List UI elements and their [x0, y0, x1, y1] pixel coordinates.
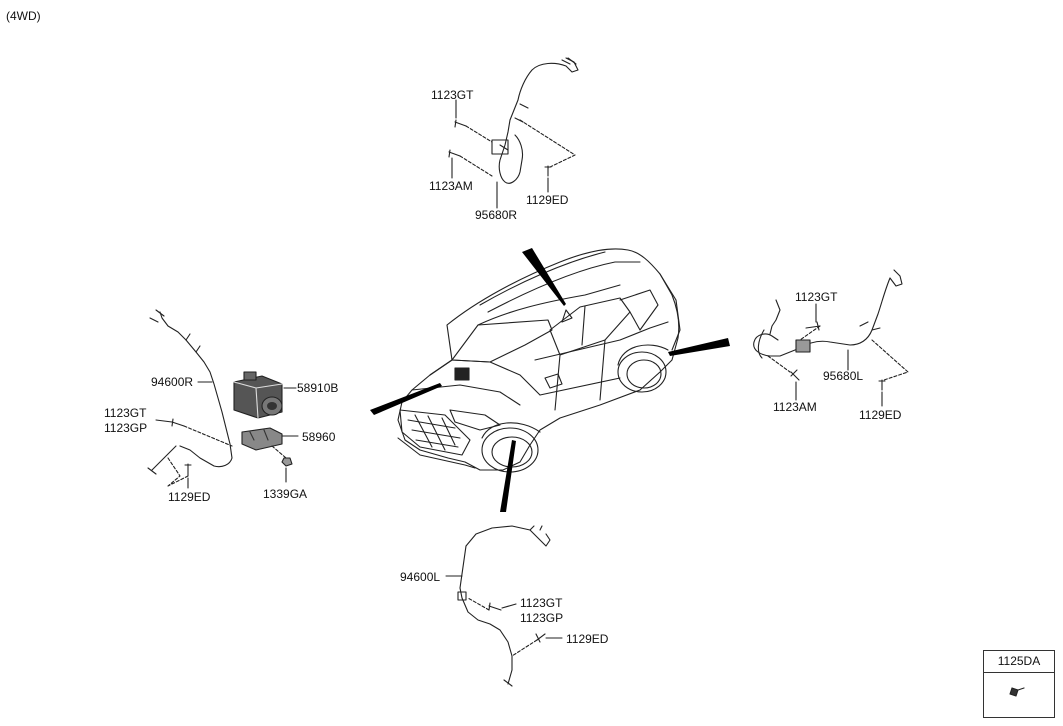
label-1123gt-right: 1123GT — [795, 290, 838, 304]
variant-label: (4WD) — [6, 9, 41, 23]
harness-94600l-drawing — [445, 525, 563, 687]
legend-code: 1125DA — [984, 651, 1054, 673]
label-58960: 58960 — [302, 430, 336, 444]
harness-95680l-drawing — [753, 269, 909, 407]
label-95680r: 95680R — [475, 208, 518, 222]
harness-94600r-drawing — [147, 309, 233, 489]
label-1123gt-left: 1123GT — [104, 406, 147, 420]
bolt-icon — [1009, 687, 1025, 697]
label-1123gt-top: 1123GT — [431, 88, 474, 102]
label-1339ga: 1339GA — [263, 487, 308, 501]
location-pointers — [370, 248, 730, 512]
label-1129ed-left: 1129ED — [168, 490, 211, 504]
label-1129ed-right: 1129ED — [859, 408, 902, 422]
label-1123am-right: 1123AM — [773, 400, 817, 414]
label-94600l: 94600L — [400, 570, 441, 584]
part-legend-box: 1125DA — [983, 650, 1055, 718]
abs-unit-drawing — [233, 371, 299, 483]
vehicle-illustration — [397, 248, 681, 473]
label-1123am-top: 1123AM — [429, 179, 473, 193]
label-94600r: 94600R — [151, 375, 194, 389]
label-1123gp-left: 1123GP — [104, 421, 148, 435]
label-1129ed-bottom: 1129ED — [566, 632, 609, 646]
harness-95680r-drawing — [448, 57, 579, 209]
label-1123gt-bottom: 1123GT — [520, 596, 563, 610]
label-1123gp-bottom: 1123GP — [520, 611, 564, 625]
label-1129ed-top: 1129ED — [526, 193, 569, 207]
label-95680l: 95680L — [823, 369, 864, 383]
label-58910b: 58910B — [297, 381, 339, 395]
